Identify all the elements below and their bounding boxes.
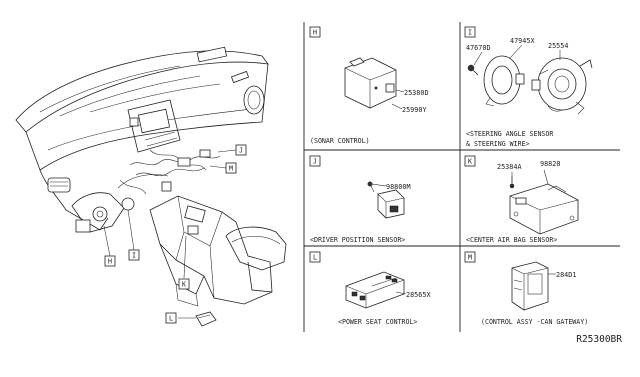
- part-98800m: 98800M: [386, 183, 411, 191]
- panel-h-caption: (SONAR CONTROL): [310, 137, 370, 145]
- callout-h-label: H: [108, 258, 112, 266]
- panel-i-letter: I: [468, 29, 472, 37]
- panel-i-caption-line2: & STEERING WIRE>: [466, 140, 530, 148]
- part-98820: 98820: [540, 160, 560, 168]
- panel-h: H 25380D 25990Y (SONAR CONTROL): [309, 26, 429, 145]
- steering-angle-sensor-drawing: [483, 55, 525, 107]
- screw-drawing: [467, 64, 479, 76]
- panel-k: K 25384A 98820 <CENTER AIR BAG SENSOR>: [464, 155, 579, 244]
- callout-k-label: K: [182, 281, 186, 289]
- panel-m-box: [464, 251, 476, 263]
- part-25384a: 25384A: [497, 163, 522, 171]
- air-bag-sensor-drawing: [509, 176, 579, 235]
- part-28565x: 28565X: [406, 291, 431, 299]
- callout-j-label: J: [239, 147, 243, 155]
- panel-h-letter: H: [313, 29, 317, 37]
- panel-i: I 47670D 47945X 25554 <STEERING: [464, 26, 593, 148]
- panel-j-box: [309, 155, 321, 167]
- diagram-reference: R25300BR: [576, 334, 622, 345]
- part-25554: 25554: [548, 42, 568, 50]
- part-25990y: 25990Y: [402, 106, 427, 114]
- callout-i-label: I: [132, 252, 136, 260]
- part-47670d: 47670D: [466, 44, 491, 52]
- part-25380d: 25380D: [404, 89, 429, 97]
- panel-j: J 98800M <DRIVER POSITION SENSOR>: [309, 155, 411, 244]
- panel-k-letter: K: [468, 158, 472, 166]
- panel-l-letter: L: [313, 254, 317, 262]
- callout-l-label: L: [169, 315, 173, 323]
- panel-k-caption: <CENTER AIR BAG SENSOR>: [466, 236, 557, 244]
- callout-m[interactable]: M: [225, 162, 237, 174]
- panel-k-box: [464, 155, 476, 167]
- overview-callouts: J M H I K L: [103, 144, 247, 324]
- callout-k[interactable]: K: [178, 278, 190, 290]
- panel-l: L 28565X <POWER SEAT CONTROL>: [309, 251, 431, 326]
- panel-j-letter: J: [313, 158, 317, 166]
- panel-h-box: [309, 26, 321, 38]
- steering-wire-drawing: [531, 57, 593, 115]
- panel-m-letter: M: [468, 254, 472, 262]
- can-gateway-drawing: [511, 261, 549, 311]
- callout-h[interactable]: H: [104, 255, 116, 267]
- panel-j-caption: <DRIVER POSITION SENSOR>: [310, 236, 405, 244]
- dashboard-overview-drawing: [15, 46, 287, 327]
- part-284d1: 284D1: [556, 271, 576, 279]
- panel-m-caption: (CONTROL ASSY -CAN GATEWAY): [481, 318, 588, 326]
- sonar-control-unit-drawing: [344, 57, 397, 109]
- panel-i-caption-line1: <STEERING ANGLE SENSOR: [466, 130, 553, 138]
- driver-position-sensor-drawing: [367, 181, 405, 219]
- panel-l-box: [309, 251, 321, 263]
- callout-j[interactable]: J: [235, 144, 247, 156]
- panel-l-caption: <POWER SEAT CONTROL>: [338, 318, 417, 326]
- power-seat-control-drawing: [345, 271, 405, 309]
- callout-i[interactable]: I: [128, 249, 140, 261]
- panel-m: M 284D1 (CONTROL ASSY -CAN GATEWAY): [464, 251, 588, 326]
- panel-grid: [303, 22, 620, 332]
- callout-m-label: M: [229, 165, 233, 173]
- panel-i-box: [464, 26, 476, 38]
- callout-l[interactable]: L: [165, 312, 177, 324]
- part-47945x: 47945X: [510, 37, 535, 45]
